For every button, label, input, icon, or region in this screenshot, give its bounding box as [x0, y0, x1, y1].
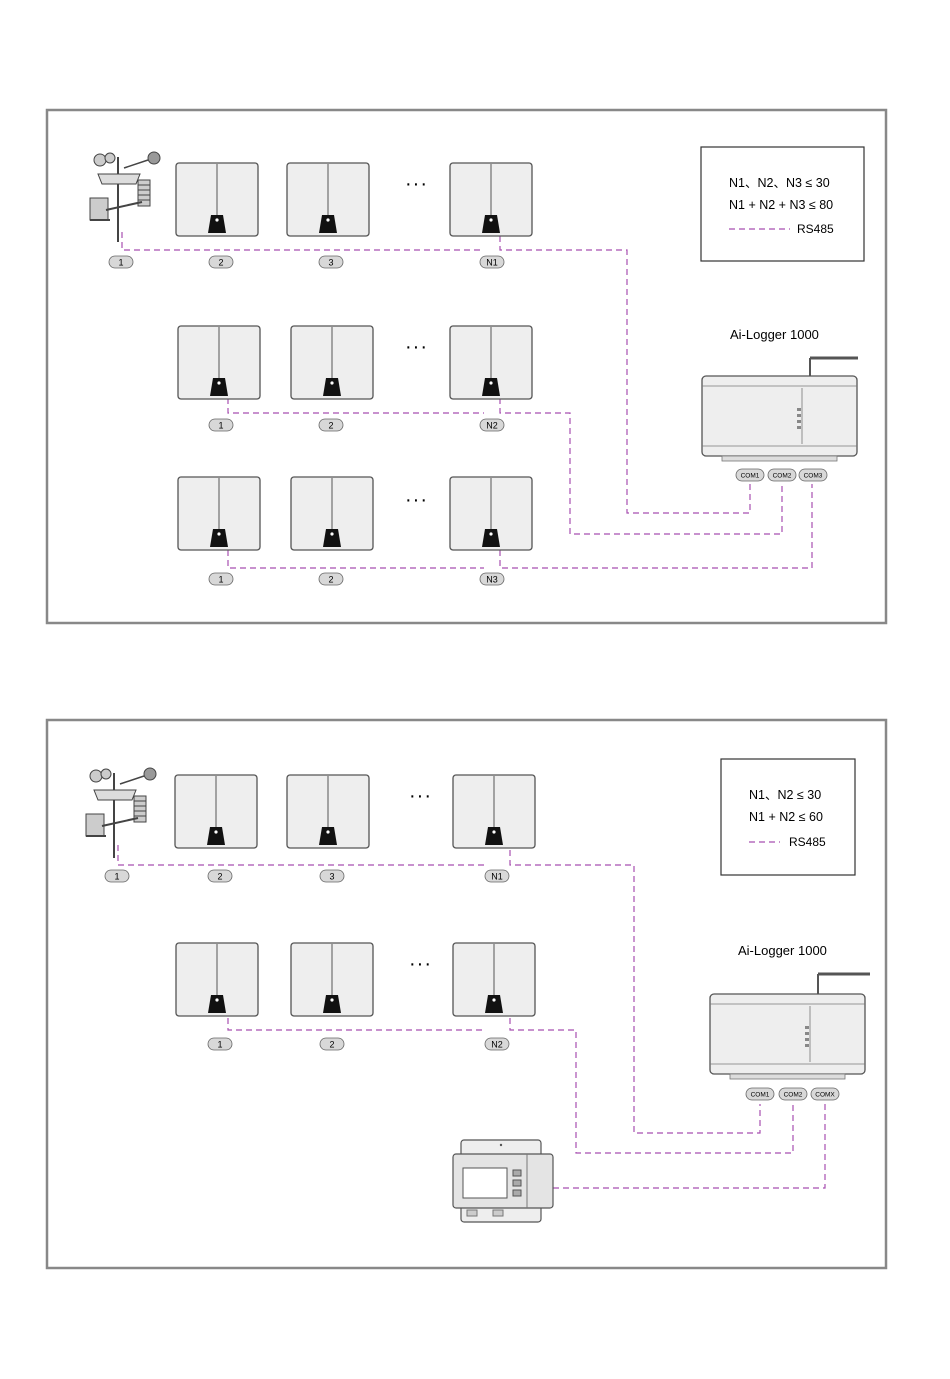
svg-text:2: 2	[329, 1040, 334, 1050]
svg-text:2: 2	[217, 872, 222, 882]
label-pill: N2	[480, 419, 504, 431]
svg-text:2: 2	[328, 575, 333, 585]
legend-box: N1、N2、N3 ≤ 30 N1 + N2 + N3 ≤ 80 RS485	[701, 147, 864, 261]
energy-meter-icon	[453, 1140, 553, 1222]
inverter-icon	[176, 163, 258, 236]
svg-text:COM2: COM2	[773, 473, 792, 480]
label-pill: 3	[319, 256, 343, 268]
panel-2: ··· 1 2 3 N1 ··· 1 2 N2 N1、N2 ≤ 30 N1 + …	[47, 720, 886, 1268]
svg-text:N2: N2	[491, 1040, 503, 1050]
ellipsis: ···	[405, 489, 428, 511]
inverter-icon	[178, 477, 260, 550]
inverter-icon	[450, 163, 532, 236]
label-pill: N1	[480, 256, 504, 268]
legend-rs485: RS485	[797, 222, 834, 236]
weather-station-icon	[90, 152, 160, 242]
svg-text:N2: N2	[486, 421, 498, 431]
svg-text:COM1: COM1	[751, 1092, 770, 1099]
svg-text:COM2: COM2	[784, 1092, 803, 1099]
svg-text:1: 1	[217, 1040, 222, 1050]
inverter-icon	[450, 326, 532, 399]
com-port: COM1	[746, 1088, 774, 1100]
legend-box: N1、N2 ≤ 30 N1 + N2 ≤ 60 RS485	[721, 759, 855, 875]
logger-title: Ai-Logger 1000	[738, 943, 827, 958]
svg-text:1: 1	[118, 258, 123, 268]
com-port: COMX	[811, 1088, 839, 1100]
label-pill: 1	[109, 256, 133, 268]
legend-rs485: RS485	[789, 835, 826, 849]
svg-text:1: 1	[114, 872, 119, 882]
label-pill: 1	[208, 1038, 232, 1050]
svg-text:COM3: COM3	[804, 473, 823, 480]
label-pill: 2	[319, 419, 343, 431]
legend-constraint-sum: N1 + N2 ≤ 60	[749, 810, 823, 824]
svg-text:N1: N1	[486, 258, 498, 268]
antenna-icon	[818, 974, 870, 995]
label-pill: 1	[209, 419, 233, 431]
ellipsis: ···	[409, 785, 432, 807]
inverter-icon	[291, 326, 373, 399]
svg-text:COMX: COMX	[815, 1092, 835, 1099]
com-port: COM3	[799, 469, 827, 481]
ellipsis: ···	[405, 173, 428, 195]
svg-text:COM1: COM1	[741, 473, 760, 480]
svg-text:3: 3	[329, 872, 334, 882]
inverter-icon	[175, 775, 257, 848]
com-port: COM2	[768, 469, 796, 481]
inverter-icon	[178, 326, 260, 399]
svg-text:N1: N1	[491, 872, 503, 882]
label-pill: 3	[320, 870, 344, 882]
ellipsis: ···	[409, 953, 432, 975]
panel-1: ··· 1 2 3 N1 ··· 1 2 N2 ··· 1 2 N3 N1、N2…	[47, 110, 886, 623]
ai-logger-device	[702, 376, 857, 461]
label-pill: N1	[485, 870, 509, 882]
label-pill: N2	[485, 1038, 509, 1050]
logger-title: Ai-Logger 1000	[730, 327, 819, 342]
com-port: COM1	[736, 469, 764, 481]
svg-text:1: 1	[218, 421, 223, 431]
svg-text:3: 3	[328, 258, 333, 268]
inverter-icon	[450, 477, 532, 550]
ellipsis: ···	[405, 336, 428, 358]
label-pill: 1	[209, 573, 233, 585]
svg-text:1: 1	[218, 575, 223, 585]
inverter-icon	[176, 943, 258, 1016]
label-pill: 2	[320, 1038, 344, 1050]
inverter-icon	[291, 477, 373, 550]
inverter-icon	[287, 775, 369, 848]
svg-text:2: 2	[218, 258, 223, 268]
svg-text:2: 2	[328, 421, 333, 431]
label-pill: 1	[105, 870, 129, 882]
antenna-icon	[810, 358, 858, 376]
inverter-icon	[453, 943, 535, 1016]
inverter-icon	[287, 163, 369, 236]
legend-constraint-sum: N1 + N2 + N3 ≤ 80	[729, 198, 833, 212]
legend-constraint-each: N1、N2 ≤ 30	[749, 788, 821, 802]
label-pill: 2	[209, 256, 233, 268]
label-pill: 2	[208, 870, 232, 882]
inverter-icon	[291, 943, 373, 1016]
label-pill: 2	[319, 573, 343, 585]
weather-station-icon	[86, 768, 156, 858]
com-port: COM2	[779, 1088, 807, 1100]
legend-constraint-each: N1、N2、N3 ≤ 30	[729, 176, 830, 190]
ai-logger-device	[710, 994, 865, 1079]
label-pill: N3	[480, 573, 504, 585]
inverter-icon	[453, 775, 535, 848]
svg-text:N3: N3	[486, 575, 498, 585]
